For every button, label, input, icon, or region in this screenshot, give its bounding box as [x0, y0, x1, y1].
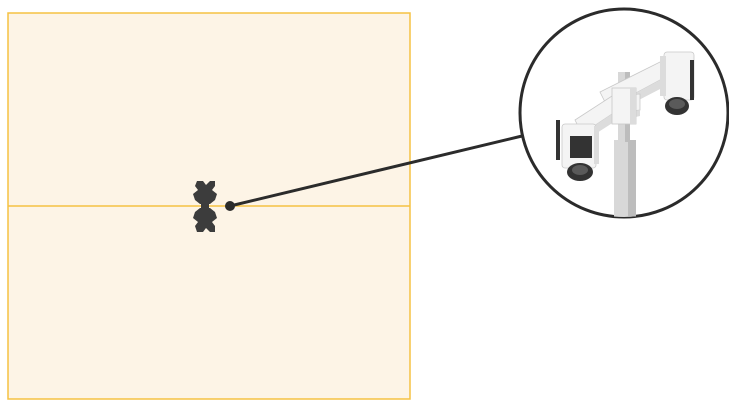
camera-position-marker-icon: [193, 181, 217, 232]
callout-anchor-dot: [225, 201, 235, 211]
dual-camera-pole-mount-icon: [556, 51, 695, 217]
callout-line: [229, 134, 523, 208]
